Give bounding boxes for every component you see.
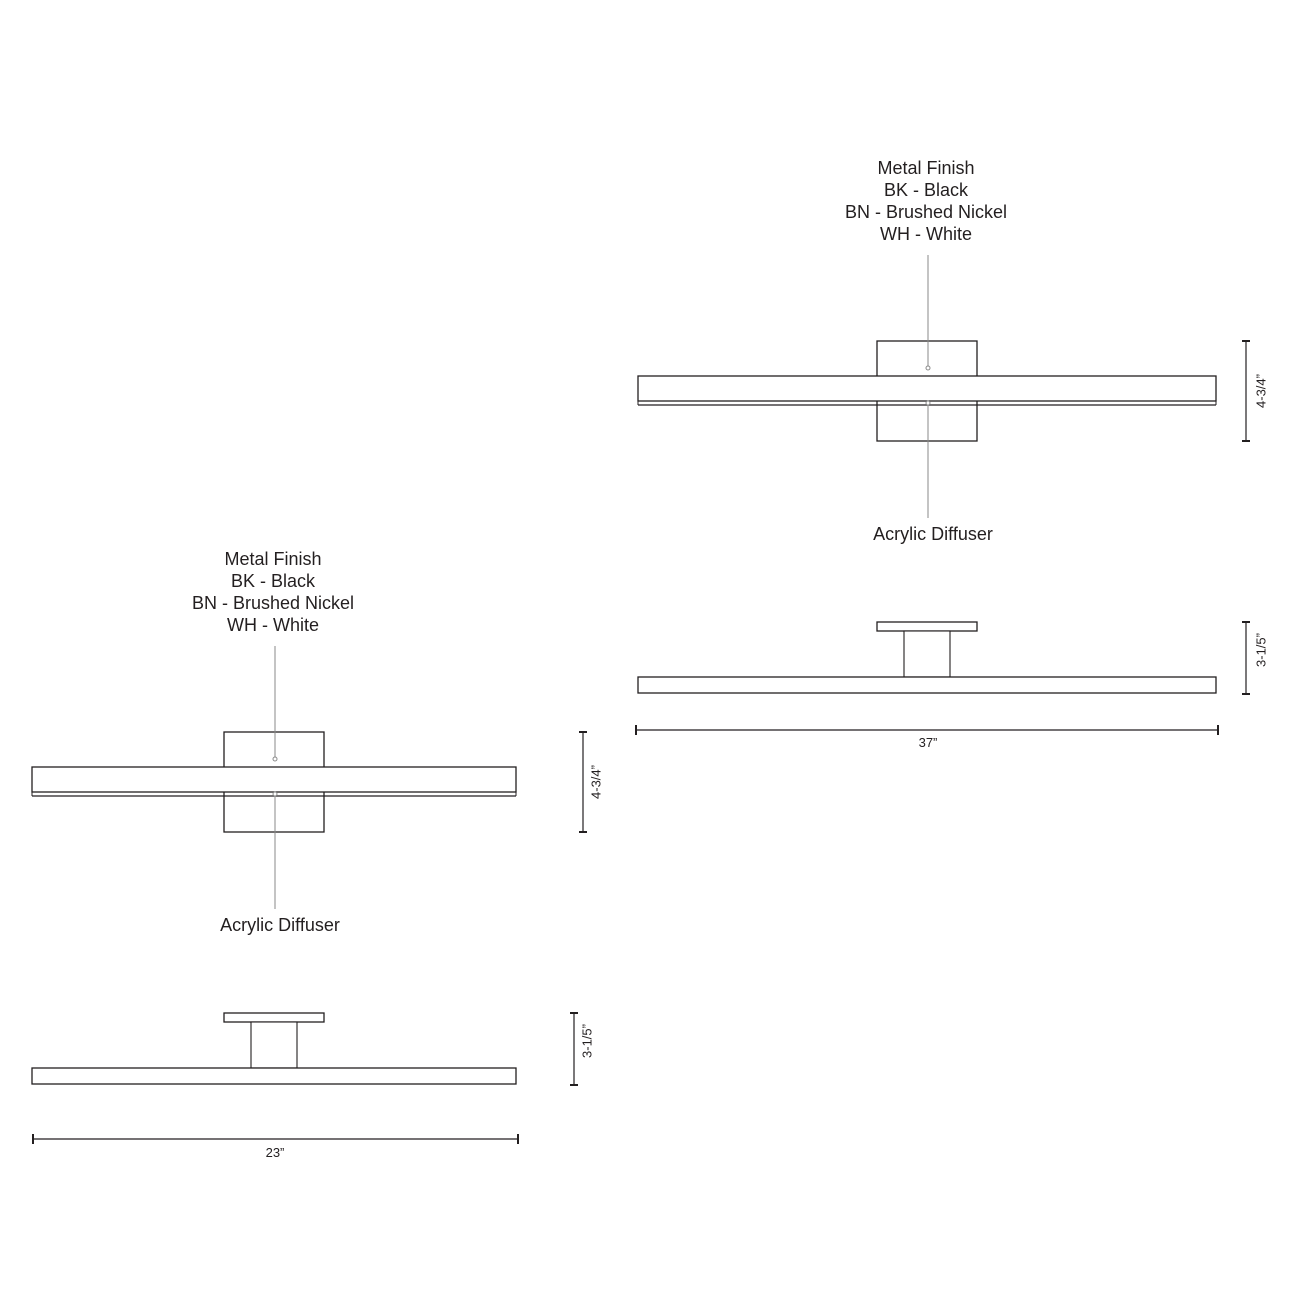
leader-dot [925, 365, 931, 371]
mounting-plate-side [876, 621, 978, 632]
width-label: 23” [266, 1145, 285, 1160]
side-height-dimension-label: 3-1/5” [579, 1024, 594, 1058]
finish-label-line: Metal Finish [877, 158, 974, 178]
diffuser-label: Acrylic Diffuser [873, 524, 993, 544]
finish-label-line: Metal Finish [224, 549, 321, 569]
stem-side [250, 1021, 298, 1069]
finish-label-line: BN - Brushed Nickel [845, 202, 1007, 222]
leader-dot [272, 791, 278, 797]
finish-label-line: BK - Black [884, 180, 969, 200]
fixture-bar-side [31, 1067, 517, 1085]
stem-side [903, 630, 951, 678]
finish-label-line: BK - Black [231, 571, 316, 591]
side-height-dimension-label: 3-1/5” [1253, 633, 1268, 667]
diffuser-label: Acrylic Diffuser [220, 915, 340, 935]
finish-label-line: WH - White [880, 224, 972, 244]
leader-dot [272, 756, 278, 762]
mounting-plate-side [223, 1012, 325, 1023]
finish-label-line: WH - White [227, 615, 319, 635]
fixture-bar-side [637, 676, 1217, 694]
leader-dot [925, 400, 931, 406]
width-label: 37” [919, 735, 938, 750]
front-height-dimension-label: 4-3/4” [588, 765, 603, 799]
front-height-dimension-label: 4-3/4” [1253, 374, 1268, 408]
finish-label-line: BN - Brushed Nickel [192, 593, 354, 613]
fixture-bar-front [637, 375, 1217, 402]
fixture-bar-front [31, 766, 517, 793]
